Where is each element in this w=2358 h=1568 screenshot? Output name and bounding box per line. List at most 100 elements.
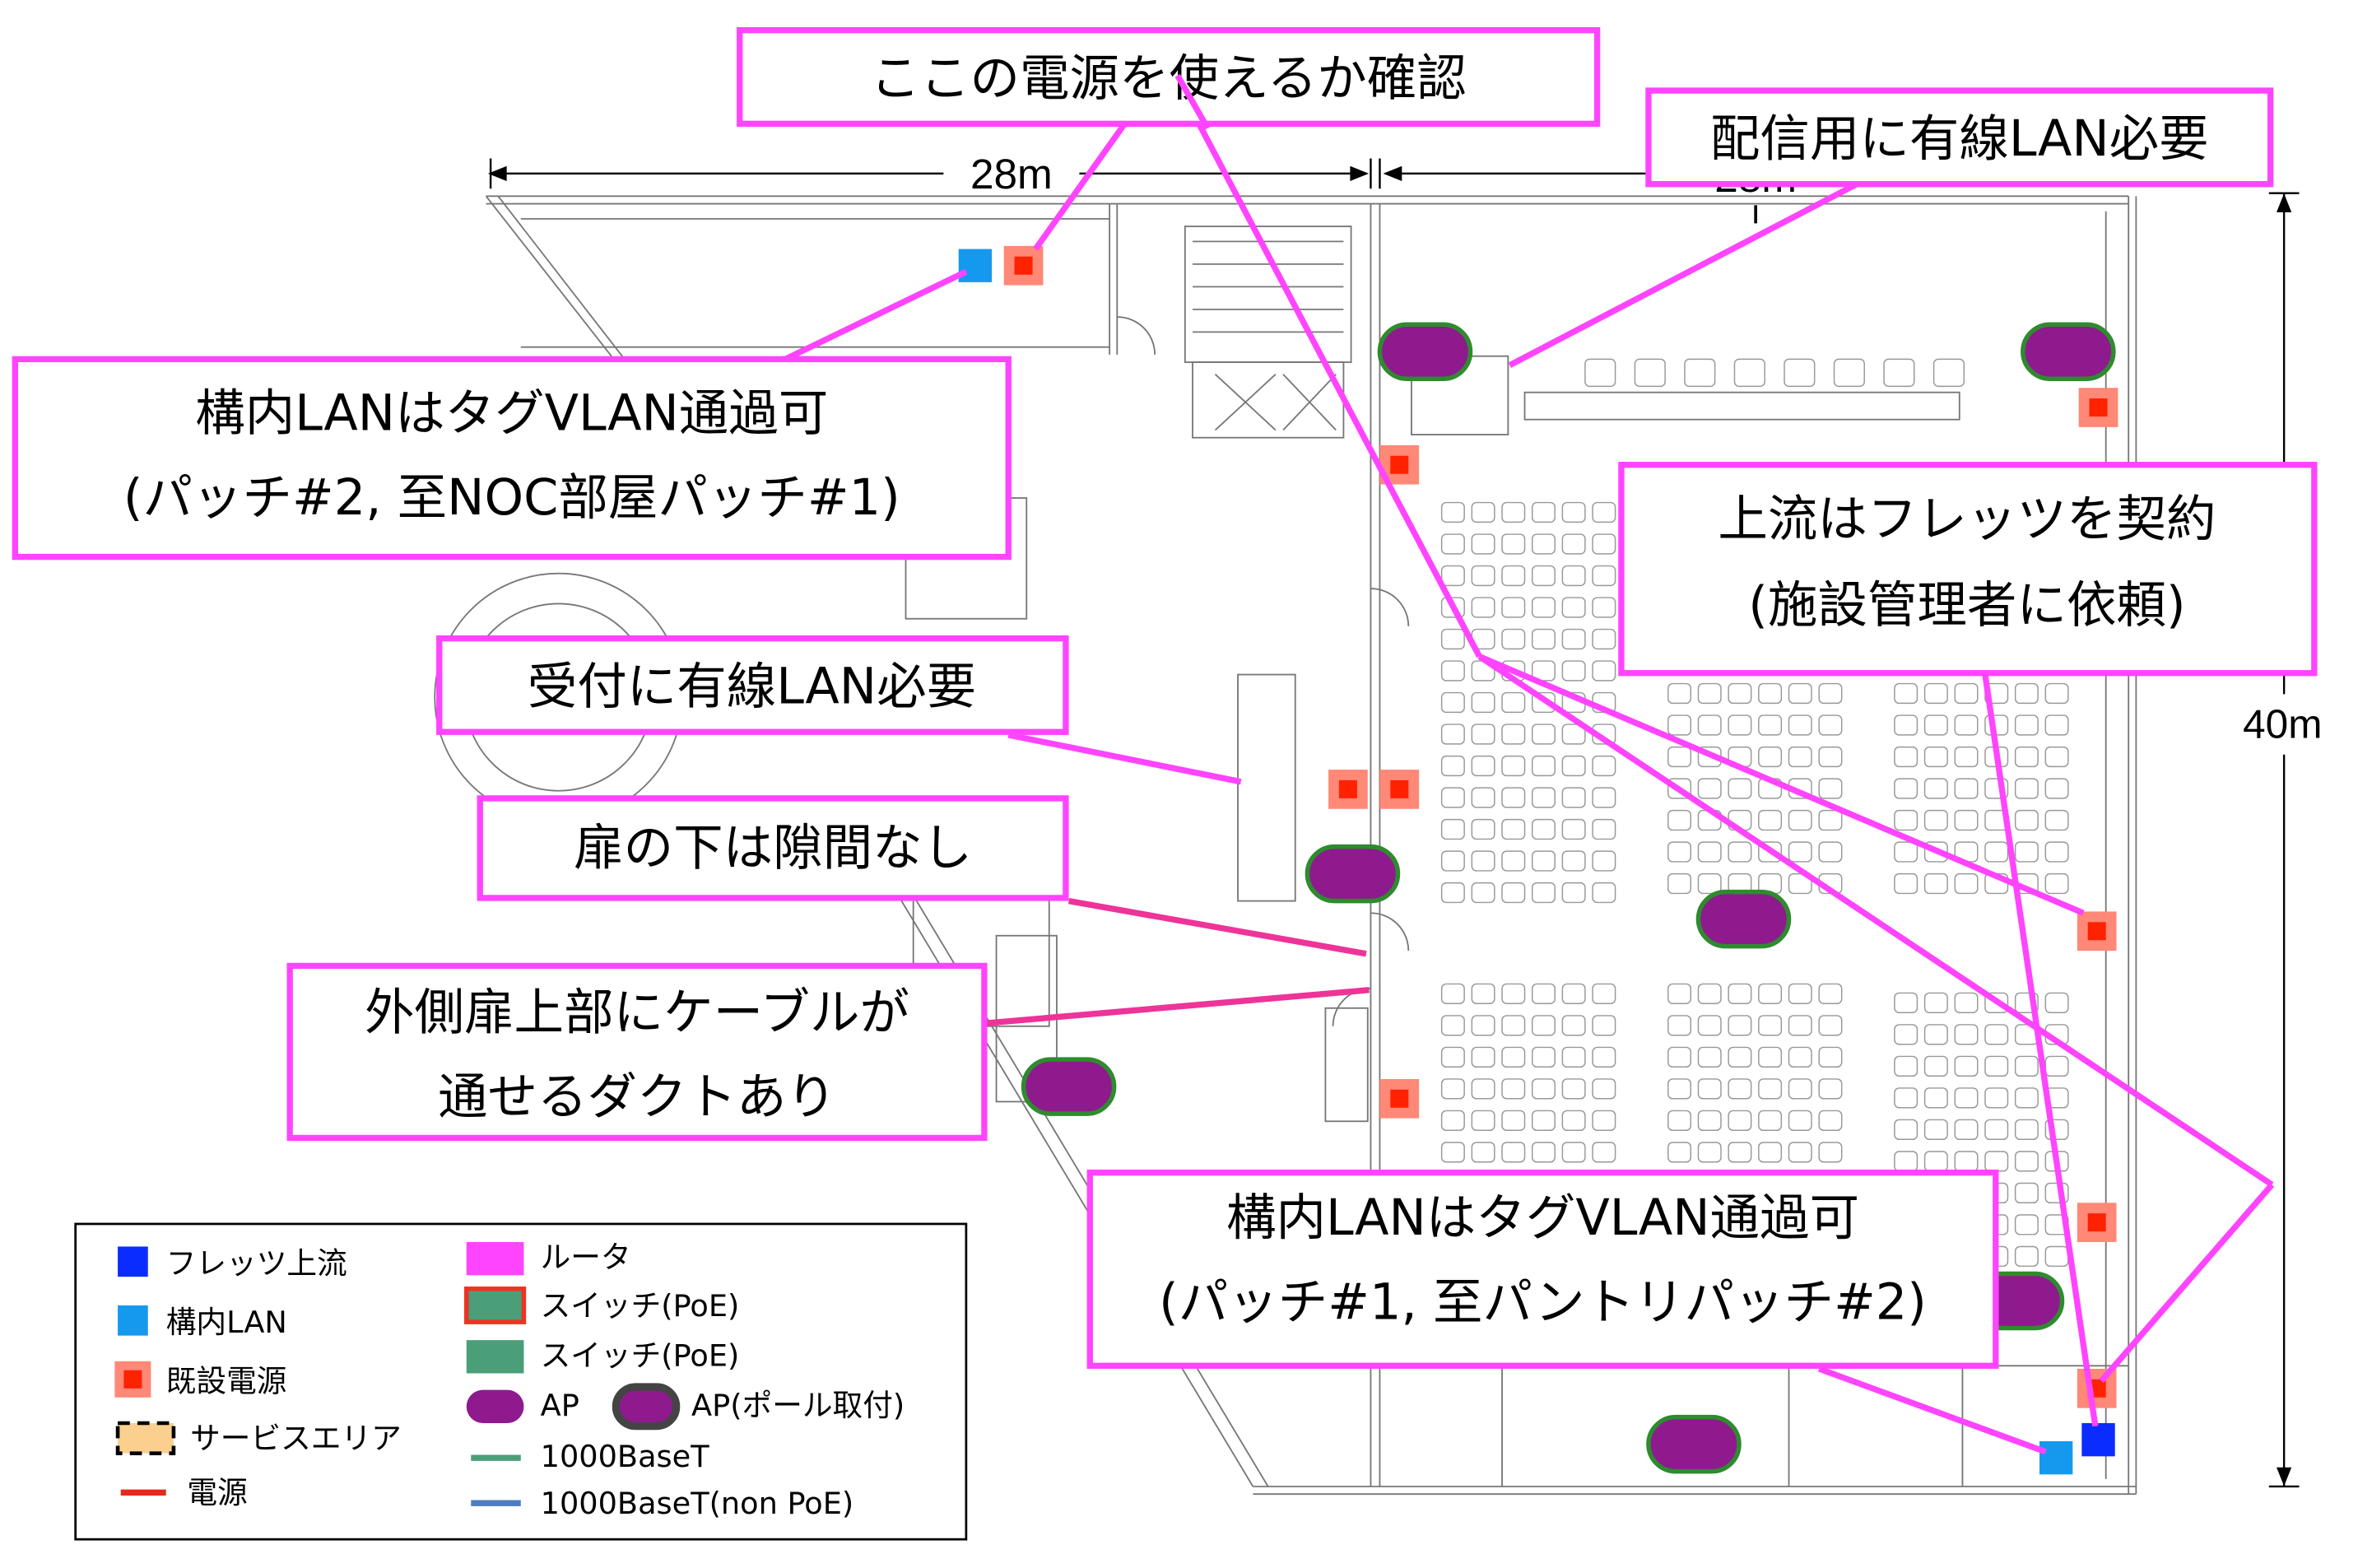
seat (1440, 533, 1465, 555)
dim-width-left: 28m (970, 151, 1053, 198)
seat (1471, 787, 1495, 808)
seat (1923, 809, 1948, 831)
seat (2014, 809, 2039, 831)
seat (1758, 983, 1783, 1005)
seat (1592, 787, 1616, 808)
seat (2014, 682, 2039, 705)
legend-campus-lan-label: 構内LAN (166, 1305, 287, 1340)
legend-switch-outlined-label: スイッチ(PoE) (541, 1288, 740, 1324)
seat (2014, 992, 2039, 1014)
ap-icon (1377, 322, 1473, 381)
seat (1440, 882, 1465, 904)
seat (1818, 714, 1843, 736)
seat (1561, 533, 1586, 555)
seat (2044, 778, 2069, 799)
seat (1471, 691, 1495, 714)
seat (2014, 778, 2039, 799)
seat (1788, 1110, 1812, 1132)
seat (2014, 1182, 2039, 1204)
seat (1894, 1024, 1918, 1045)
seat (1728, 778, 1752, 799)
seat (1954, 746, 1979, 768)
campus-lan-jack-icon (958, 249, 993, 282)
campus-lan-jack-icon (2039, 1440, 2073, 1475)
callout-leader-lines (777, 81, 2275, 1455)
seat (1728, 682, 1752, 705)
seat (1923, 746, 1948, 768)
seat (1471, 597, 1495, 618)
seat (1471, 1078, 1495, 1100)
seat (1758, 1046, 1783, 1068)
legend-campus-lan-icon (118, 1305, 148, 1336)
legend-service-area-label: サービスエリア (190, 1421, 402, 1456)
seat (1561, 850, 1586, 872)
seat (1561, 1142, 1586, 1163)
seat (1788, 809, 1812, 831)
callout-power-check: ここの電源を使えるか確認 (737, 27, 1601, 128)
seat (1440, 755, 1465, 777)
seat (1788, 682, 1812, 705)
seat (1561, 724, 1586, 745)
seat (2044, 992, 2069, 1014)
seat (1561, 983, 1586, 1005)
callout-upstream-line1: 上流はフレッツを契約 (1718, 491, 2216, 548)
seat (1758, 682, 1783, 705)
callout-campus-lan-2-line2: (パッチ#1, 至パントリパッチ#2) (1159, 1273, 1927, 1331)
seat (1440, 818, 1465, 840)
seat (1954, 1087, 1979, 1109)
seat (1788, 841, 1812, 863)
seat (2014, 1151, 2039, 1172)
seat (1758, 1142, 1783, 1163)
seat (1440, 983, 1465, 1005)
seat (1923, 1151, 1948, 1172)
legend-switch-label: スイッチ(PoE) (541, 1338, 740, 1373)
seat (2014, 841, 2039, 863)
seat (1667, 714, 1692, 736)
seat (1788, 1015, 1812, 1036)
seat (1954, 809, 1979, 831)
seat (1471, 850, 1495, 872)
seat (1501, 818, 1526, 840)
seat (1788, 1078, 1812, 1100)
seat (1923, 1087, 1948, 1109)
seat (1697, 983, 1722, 1005)
callout-upstream: 上流はフレッツを契約 (施設管理者に依頼) (1618, 462, 2318, 677)
seat (1592, 597, 1616, 618)
ap-icon (2021, 322, 2116, 381)
seat (1728, 714, 1752, 736)
seat (1440, 1110, 1465, 1132)
seat (1923, 872, 1948, 895)
seat (1818, 1142, 1843, 1163)
callout-reception-lan: 受付に有線LAN必要 (436, 635, 1069, 735)
seat (1954, 1119, 1979, 1141)
seat (1501, 755, 1526, 777)
seat (1531, 818, 1556, 840)
seat (1592, 628, 1616, 650)
seat (1471, 533, 1495, 555)
seat (1923, 841, 1948, 863)
callout-campus-lan-1-line2: (パッチ#2, 至NOC部屋パッチ#1) (123, 469, 900, 527)
seat (1531, 724, 1556, 745)
seat (1758, 1078, 1783, 1100)
seat (1984, 1055, 2009, 1077)
callout-campus-lan-1: 構内LANはタグVLAN通過可 (パッチ#2, 至NOC部屋パッチ#1) (12, 356, 1012, 561)
seat (1471, 565, 1495, 587)
seat (1561, 818, 1586, 840)
seat (1440, 1015, 1465, 1036)
seat (2044, 809, 2069, 831)
seat (1758, 1015, 1783, 1036)
seat (1818, 1078, 1843, 1100)
seat (1592, 882, 1616, 904)
seat (1818, 1110, 1843, 1132)
seat (1818, 682, 1843, 705)
seat (1788, 714, 1812, 736)
seat (1561, 565, 1586, 587)
seat (1697, 841, 1722, 863)
seat (1501, 628, 1526, 650)
power-outlet-icon (1379, 770, 1420, 809)
callout-door-gap-text: 扉の下は隙間なし (574, 820, 972, 877)
seat (1531, 501, 1556, 523)
seat (1697, 1015, 1722, 1036)
seat (1697, 682, 1722, 705)
seat (1440, 660, 1465, 682)
